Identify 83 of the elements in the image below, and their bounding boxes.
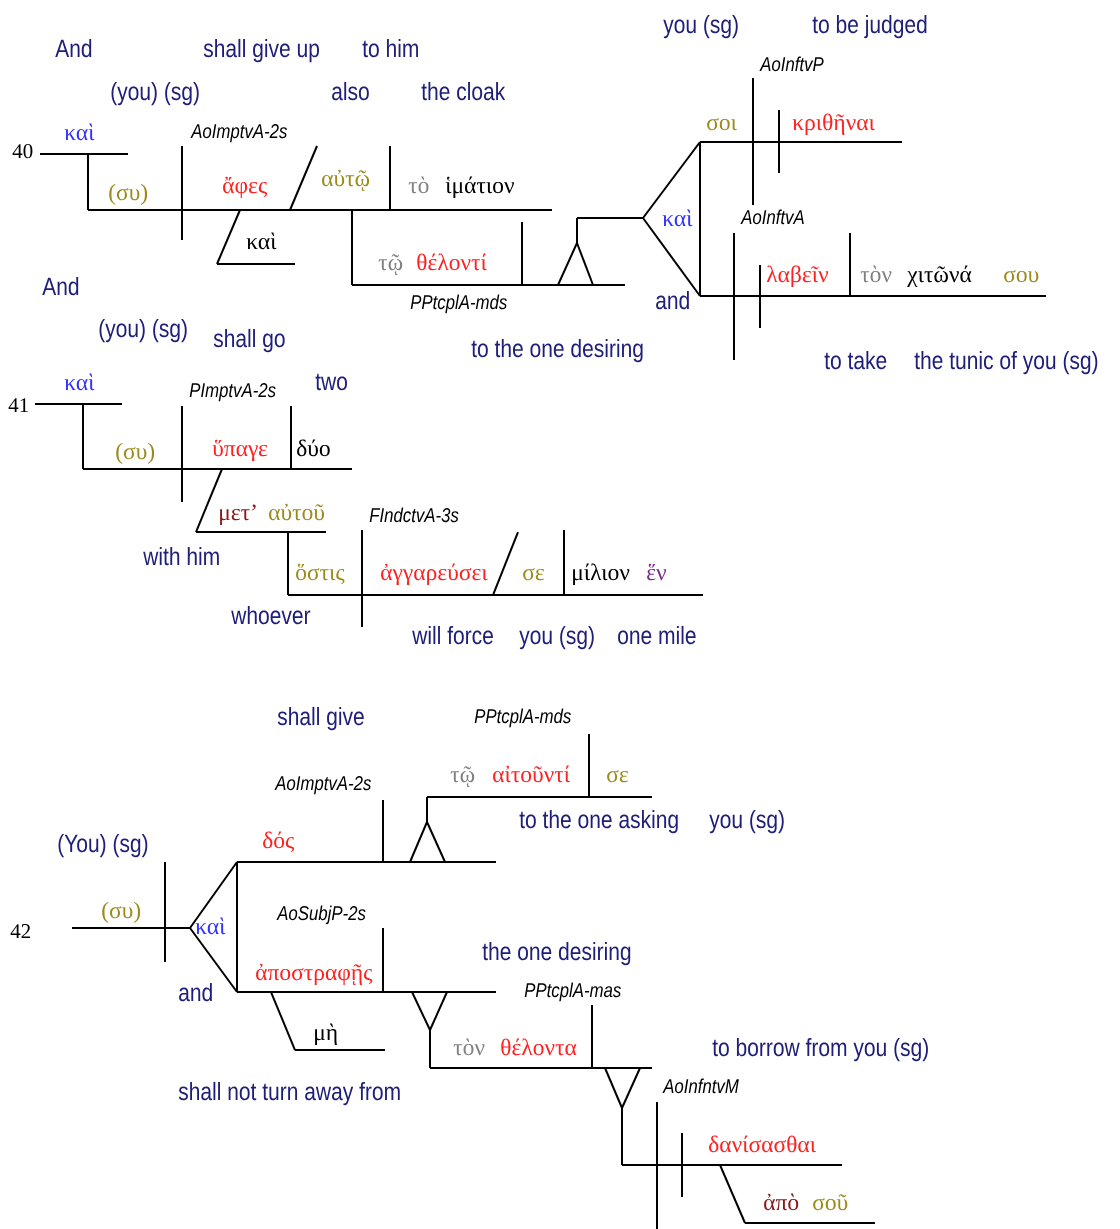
parsing-code: AoImptvA-2s (274, 776, 372, 795)
english-gloss: to the one desiring (471, 338, 643, 363)
greek-word: ἄφες (223, 176, 268, 198)
english-gloss: two (315, 373, 347, 391)
parsing-code: PPtcplA-mds (474, 708, 571, 728)
english-gloss: the tunic of you (sg) (914, 350, 1098, 375)
greek-word: σε (523, 568, 545, 581)
english-gloss: (You) (sg) (58, 833, 148, 858)
verse-number: 42 (10, 924, 31, 938)
english-gloss: also (332, 81, 369, 101)
greek-word: τὸ (408, 176, 429, 194)
english-gloss: shall give up (203, 38, 319, 63)
english-gloss: (you) (sg) (111, 81, 199, 106)
english-gloss: And (42, 276, 79, 296)
greek-word: χιτῶνά (907, 265, 972, 287)
greek-word: τὸν (453, 1038, 485, 1056)
verse-number: 41 (8, 398, 28, 412)
english-gloss: you (sg) (709, 809, 784, 834)
greek-word: (συ) (109, 183, 148, 205)
english-gloss: (you) (sg) (99, 318, 187, 343)
greek-word: (συ) (102, 901, 141, 923)
greek-word: αὐτῷ (322, 169, 370, 192)
greek-word: καὶ (246, 232, 277, 250)
english-gloss: the cloak (421, 81, 506, 101)
english-gloss: And (55, 38, 92, 58)
english-gloss: you (sg) (663, 14, 738, 39)
greek-word: μετ’ (220, 504, 256, 526)
greek-word: δύο (297, 439, 330, 457)
parsing-code: PImptvA-2s (189, 383, 276, 402)
greek-word: μὴ (315, 1023, 337, 1046)
greek-word: καὶ (195, 917, 226, 935)
verse-number: 40 (12, 144, 33, 159)
greek-word: ἕν (647, 563, 667, 581)
greek-word: σε (607, 770, 629, 783)
greek-word: αὐτοῦ (269, 503, 325, 521)
greek-word: αἰτοῦντί (493, 765, 570, 783)
parsing-code: FIndctvA-3s (369, 507, 459, 523)
greek-word: θέλοντα (501, 1038, 577, 1056)
english-gloss: to take (824, 350, 887, 370)
english-gloss: and (656, 290, 689, 310)
greek-word: θέλοντί (417, 253, 487, 271)
greek-word: καὶ (64, 123, 95, 141)
greek-word: δός (263, 831, 295, 853)
parsing-code: AoSubjP-2s (276, 905, 366, 925)
english-gloss: to the one asking (519, 809, 678, 834)
greek-word: καὶ (662, 209, 693, 227)
greek-word: ἀπὸ (764, 1193, 799, 1211)
greek-word: σου (1004, 270, 1039, 283)
english-gloss: shall not turn away from (178, 1081, 400, 1106)
greek-word: ὕπαγε (212, 439, 268, 461)
greek-word: τῷ (450, 766, 475, 788)
greek-word: ἀγγαρεύσει (381, 563, 488, 585)
english-gloss: to him (362, 38, 418, 58)
english-gloss: to be judged (812, 14, 927, 39)
english-gloss: you (sg) (519, 625, 594, 650)
parsing-code: PPtcplA-mds (410, 294, 507, 314)
greek-word: σοι (707, 118, 737, 131)
english-gloss: one mile (618, 625, 696, 645)
english-gloss: shall go (213, 328, 285, 353)
greek-word: σοῦ (813, 1194, 848, 1211)
greek-word: καὶ (64, 373, 95, 391)
parsing-code: AoImptvA-2s (190, 124, 288, 143)
english-gloss: the one desiring (482, 941, 631, 966)
english-gloss: to borrow from you (sg) (712, 1037, 928, 1062)
parsing-code: AoInftvP (759, 56, 824, 72)
english-gloss: and (179, 982, 212, 1002)
english-gloss: with him (143, 546, 219, 566)
parsing-code: AoInfntvM (662, 1078, 739, 1094)
english-gloss: shall give (277, 706, 364, 731)
greek-word: ἀποστραφῇς (256, 963, 373, 986)
greek-word: λαβεῖν (766, 265, 829, 287)
greek-word: ἱμάτιον (445, 176, 514, 198)
english-gloss: will force (412, 625, 493, 645)
greek-word: (συ) (116, 442, 155, 464)
greek-word: μίλιον (573, 563, 630, 586)
english-gloss: whoever (231, 605, 311, 625)
greek-word: τὸν (860, 265, 892, 283)
parsing-code: AoInftvA (740, 209, 804, 225)
parsing-code: PPtcplA-mas (524, 982, 621, 1002)
greek-word: δανίσασθαι (709, 1135, 816, 1153)
greek-word: ὅστις (296, 563, 345, 585)
greek-word: τῷ (378, 254, 403, 276)
greek-word: κριθῆναι (792, 113, 875, 135)
